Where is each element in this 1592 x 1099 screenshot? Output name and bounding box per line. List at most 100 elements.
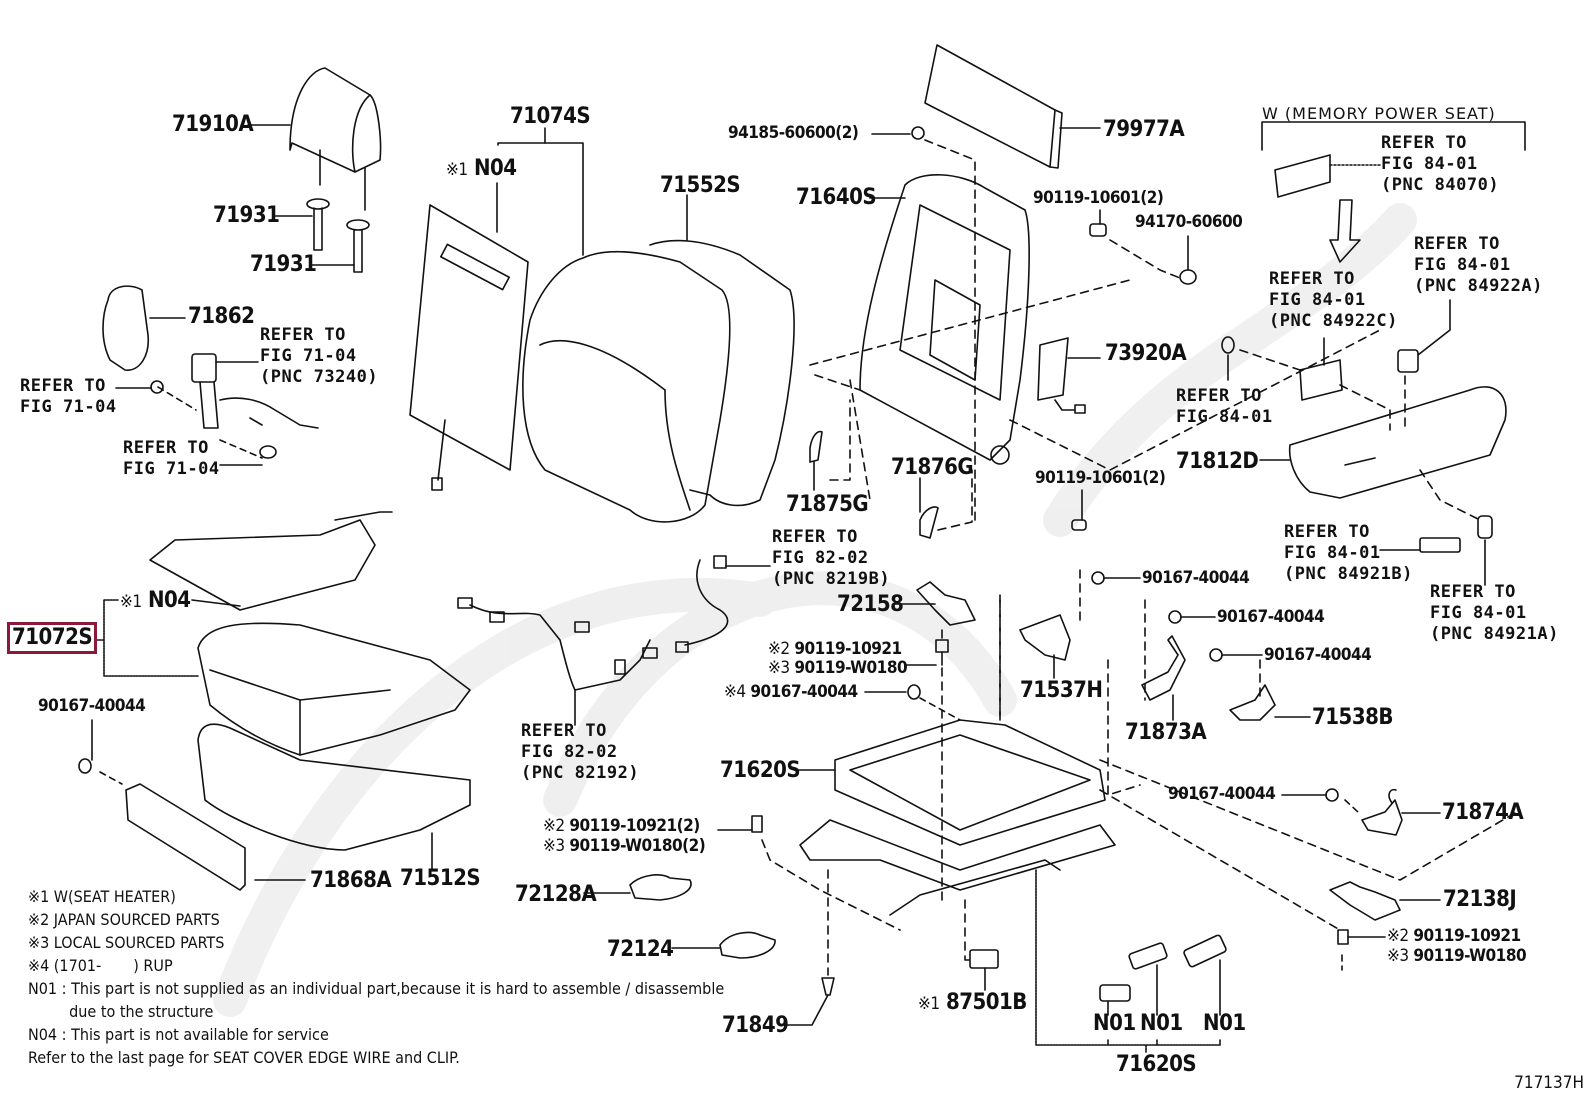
seatback-pad-71552S	[649, 194, 795, 507]
part-71074S[interactable]: 71074S	[510, 104, 591, 129]
bracket-71873A	[1107, 635, 1186, 796]
motor-N01-a	[1099, 984, 1131, 1016]
part-90167-40044-r1[interactable]: 90167-40044	[1142, 568, 1250, 588]
part-94170-60600[interactable]: 94170-60600	[1135, 212, 1243, 232]
bolt-90119-10921-center	[904, 639, 949, 666]
refer-fig-84-01-pnc-84921A[interactable]: REFER TO FIG 84-01 (PNC 84921A)	[1430, 582, 1559, 644]
motor-N01-b	[1128, 942, 1168, 1016]
refer-fig-84-01[interactable]: REFER TO FIG 84-01	[1176, 386, 1273, 427]
part-number: 90119-10921	[794, 639, 902, 659]
part-71931[interactable]: 71931	[250, 252, 317, 277]
part-71512S[interactable]: 71512S	[400, 866, 481, 891]
part-71868A[interactable]: 71868A	[310, 868, 392, 893]
part-71874A[interactable]: 71874A	[1442, 800, 1524, 825]
part-71875G[interactable]: 71875G	[786, 492, 869, 517]
part-90119-10921-center[interactable]: ※2 90119-10921	[768, 641, 902, 658]
part-71910A[interactable]: 71910A	[172, 112, 254, 137]
refer-fig-82-02-pnc-8219B[interactable]: REFER TO FIG 82-02 (PNC 8219B)	[772, 527, 891, 589]
part-71537H[interactable]: 71537H	[1020, 678, 1103, 703]
note-mark-1: ※1	[918, 994, 940, 1014]
refer-fig-84-01-pnc-84070[interactable]: REFER TO FIG 84-01 (PNC 84070)	[1381, 133, 1500, 195]
part-number: 90119-10921(2)	[569, 816, 700, 836]
part-71620S-frame[interactable]: 71620S	[720, 758, 801, 783]
memory-power-seat-header: W (MEMORY POWER SEAT)	[1262, 104, 1496, 123]
part-72138J[interactable]: 72138J	[1443, 887, 1517, 912]
refer-fig-71-04-pnc-73240[interactable]: REFER TO FIG 71-04 (PNC 73240)	[260, 325, 379, 387]
cover-72128A	[583, 874, 692, 901]
part-71849[interactable]: 71849	[722, 1013, 789, 1038]
refer-fig-84-01-pnc-84922C[interactable]: REFER TO FIG 84-01 (PNC 84922C)	[1269, 269, 1398, 331]
refer-fig-71-04-lower[interactable]: REFER TO FIG 71-04	[123, 438, 220, 479]
part-N04-cushion: ※1 N04	[120, 590, 191, 612]
part-90119-W0180-2[interactable]: ※3 90119-W0180(2)	[543, 836, 706, 856]
cushion-pad-71512S	[197, 723, 471, 871]
refer-fig-82-02-pnc-82192[interactable]: REFER TO FIG 82-02 (PNC 82192)	[521, 721, 640, 783]
part-90167-40044-left[interactable]: 90167-40044	[38, 696, 146, 716]
refer-fig-71-04-left[interactable]: REFER TO FIG 71-04	[20, 376, 117, 417]
cover-71875G	[809, 430, 823, 463]
airbag-73920A	[1037, 337, 1101, 414]
headrest-71910A	[247, 67, 382, 211]
wire-harness-8219B	[675, 555, 771, 653]
note-line: due to the structure	[28, 1002, 214, 1021]
part-90167-40044-r4[interactable]: 90167-40044	[1168, 784, 1276, 804]
seatback-heater-N04	[409, 182, 529, 491]
part-71812D[interactable]: 71812D	[1176, 449, 1259, 474]
part-90119-10601-lower[interactable]: 90119-10601(2)	[1035, 468, 1166, 488]
note-mark-3: ※3	[768, 658, 790, 678]
part-90167-40044-r2[interactable]: 90167-40044	[1217, 607, 1325, 627]
note-mark-2: ※2	[1387, 926, 1409, 946]
part-71931[interactable]: 71931	[213, 203, 280, 228]
part-number: 90167-40044	[750, 682, 858, 702]
side-shield-71812D	[1259, 386, 1507, 499]
note-mark-1: ※1	[120, 592, 142, 612]
wire-harness-82192	[457, 597, 658, 726]
part-73920A[interactable]: 73920A	[1105, 341, 1187, 366]
n04-code: N04	[473, 156, 517, 181]
part-number: 90119-W0180(2)	[569, 836, 706, 856]
part-71876G[interactable]: 71876G	[891, 455, 974, 480]
part-72128A[interactable]: 72128A	[515, 882, 597, 907]
part-71640S[interactable]: 71640S	[796, 185, 877, 210]
screw-90167-m4	[864, 684, 921, 700]
bolt-90119-10921-left	[717, 815, 763, 833]
knob-84921A	[1477, 515, 1493, 539]
refer-fig-84-01-pnc-84921B[interactable]: REFER TO FIG 84-01 (PNC 84921B)	[1284, 522, 1413, 584]
part-71620S-motors[interactable]: 71620S	[1116, 1052, 1197, 1077]
screw-90167-r2	[1168, 610, 1216, 624]
seatback-cover-71074S	[522, 250, 731, 523]
part-87501B[interactable]: ※1 87501B	[918, 992, 1027, 1014]
part-71552S[interactable]: 71552S	[660, 173, 741, 198]
legend-notes: ※1 W(SEAT HEATER) ※2 JAPAN SOURCED PARTS…	[28, 885, 724, 1069]
cushion-heater-N04	[149, 511, 393, 611]
note-line: N04 : This part is not available for ser…	[28, 1025, 329, 1044]
part-71873A[interactable]: 71873A	[1125, 720, 1207, 745]
part-72124[interactable]: 72124	[607, 937, 674, 962]
figure-id: 717137H	[1514, 1073, 1584, 1093]
cover-71876G	[919, 506, 939, 539]
clip-94185	[911, 126, 925, 140]
part-90119-10921-2[interactable]: ※2 90119-10921(2)	[543, 818, 700, 835]
part-90119-W0180-center[interactable]: ※3 90119-W0180	[768, 658, 908, 678]
part-N01-motor-b: N01	[1140, 1011, 1183, 1036]
cushion-shield-71868A	[125, 783, 306, 891]
part-72158[interactable]: 72158	[837, 592, 904, 617]
part-71072S-selected[interactable]: 71072S	[6, 622, 98, 654]
refer-fig-84-01-pnc-84922A[interactable]: REFER TO FIG 84-01 (PNC 84922A)	[1414, 234, 1543, 296]
part-number: 90119-W0180	[1413, 946, 1527, 966]
note-mark-3: ※3	[1387, 946, 1409, 966]
part-90119-10601-upper[interactable]: 90119-10601(2)	[1033, 188, 1164, 208]
part-71862[interactable]: 71862	[188, 304, 255, 329]
part-90119-W0180-right[interactable]: ※3 90119-W0180	[1387, 946, 1527, 966]
connector-87501B	[969, 949, 999, 991]
part-94185-60600[interactable]: 94185-60600(2)	[728, 123, 859, 143]
cushion-cover-71072S	[197, 622, 471, 756]
part-79977A[interactable]: 79977A	[1103, 117, 1185, 142]
part-90119-10921-right[interactable]: ※2 90119-10921	[1387, 928, 1521, 945]
part-90167-40044-r3[interactable]: 90167-40044	[1264, 645, 1372, 665]
note-line: ※4 (1701- ) RUP	[28, 956, 173, 975]
part-90167-40044-m4[interactable]: ※4 90167-40044	[724, 684, 858, 701]
part-71538B[interactable]: 71538B	[1312, 705, 1393, 730]
